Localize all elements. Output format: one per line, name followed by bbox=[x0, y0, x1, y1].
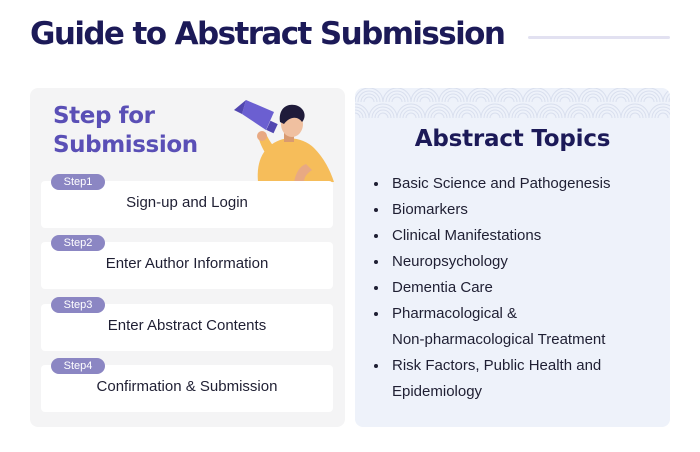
bullet-icon bbox=[374, 286, 378, 290]
bullet-icon bbox=[374, 364, 378, 368]
topic-text: Dementia Care bbox=[392, 279, 493, 296]
topic-text: Basic Science and Pathogenesis bbox=[392, 175, 611, 192]
bullet-icon bbox=[374, 208, 378, 212]
topic-item: Basic Science and Pathogenesis bbox=[371, 171, 666, 197]
submission-steps-panel: Step for Submission Sign-up and Login St… bbox=[30, 88, 345, 427]
topic-item: Dementia Care bbox=[371, 275, 666, 301]
topic-text: Non-pharmacological Treatment bbox=[392, 331, 606, 348]
bullet-icon bbox=[374, 234, 378, 238]
topic-text: Risk Factors, Public Health and bbox=[392, 357, 602, 374]
bullet-icon bbox=[374, 260, 378, 264]
step-label: Confirmation & Submission bbox=[96, 378, 278, 395]
bullet-icon bbox=[374, 312, 378, 316]
topic-text: Clinical Manifestations bbox=[392, 227, 542, 244]
abstract-topics-panel: Abstract Topics Basic Science and Pathog… bbox=[355, 88, 670, 427]
megaphone-person-illustration bbox=[234, 100, 334, 182]
page-title: Guide to Abstract Submission bbox=[30, 16, 506, 52]
topic-item: Pharmacological & Non-pharmacological Tre… bbox=[371, 301, 666, 353]
topic-text: Pharmacological & bbox=[392, 305, 518, 322]
step-badge: Step1 bbox=[51, 174, 105, 190]
topic-item: Biomarkers bbox=[371, 197, 666, 223]
step-badge: Step2 bbox=[51, 235, 105, 251]
steps-heading-line1: Step for bbox=[53, 103, 155, 129]
topics-heading: Abstract Topics bbox=[414, 126, 611, 152]
step-badge: Step4 bbox=[51, 358, 105, 374]
step-label: Enter Abstract Contents bbox=[107, 317, 267, 334]
bullet-icon bbox=[374, 182, 378, 186]
title-divider bbox=[528, 36, 670, 39]
steps-heading: Step for Submission bbox=[53, 102, 198, 160]
topic-item: Neuropsychology bbox=[371, 249, 666, 275]
step-badge: Step3 bbox=[51, 297, 105, 313]
step-label: Enter Author Information bbox=[105, 255, 269, 272]
topic-text: Neuropsychology bbox=[392, 253, 508, 270]
topic-text: Biomarkers bbox=[392, 201, 468, 218]
steps-heading-line2: Submission bbox=[53, 132, 198, 158]
scallop-pattern-decoration bbox=[355, 88, 670, 119]
step-label: Sign-up and Login bbox=[126, 194, 248, 211]
topic-text: Epidemiology bbox=[392, 383, 483, 400]
topic-item: Clinical Manifestations bbox=[371, 223, 666, 249]
